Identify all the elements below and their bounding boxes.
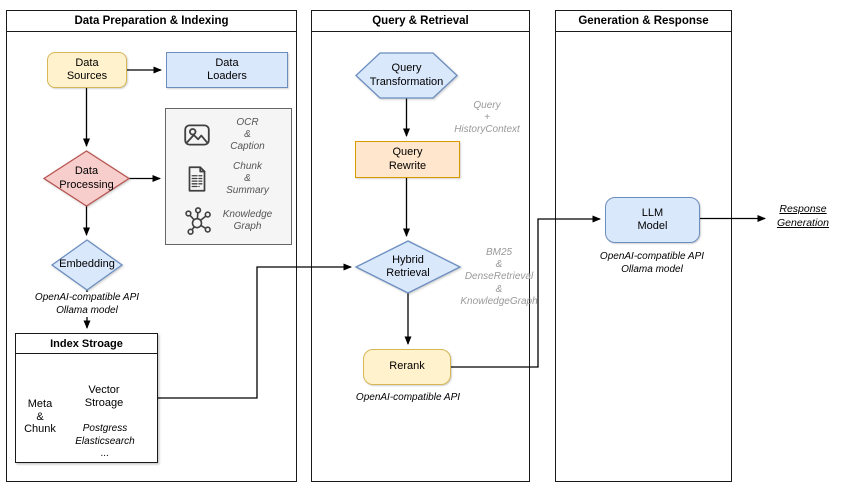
embedding-diamond	[50, 239, 124, 291]
node-data-sources: Data Sources	[47, 52, 127, 88]
index-storage-title: Index Stroage	[16, 334, 157, 354]
panel-generation-response: Generation & Response	[555, 10, 732, 482]
node-embedding-label: Embedding	[59, 258, 115, 271]
node-query-transformation-label: Query Transformation	[369, 62, 444, 88]
panel-query-retrieval: Query & Retrieval	[311, 10, 530, 482]
processing-method-label-ocr: OCR & Caption	[230, 117, 265, 153]
hybrid-retrieval-diamond	[354, 240, 462, 294]
panel-title-generation-response: Generation & Response	[556, 11, 731, 32]
node-data-processing-label: Data Processing	[59, 165, 114, 191]
processing-method-label-kg: Knowledge Graph	[222, 208, 273, 232]
query-transformation-hexagon	[355, 52, 458, 99]
meta-chunk-label: Meta & Chunk	[24, 398, 56, 436]
panel-title-query-retrieval: Query & Retrieval	[312, 11, 529, 32]
connector-vector-storage-to-hybrid	[150, 263, 352, 399]
rerank-note: OpenAI-compatible API	[355, 392, 461, 403]
embedding-note: OpenAI-compatible API Ollama model	[22, 292, 152, 317]
image-icon	[184, 124, 210, 146]
node-data-loaders: Data Loaders	[166, 52, 288, 88]
panel-title-data-preparation: Data Preparation & Indexing	[7, 11, 296, 32]
hybrid-retrieval-note: BM25 & DenseRetrieval & KnowledgeGraph	[460, 247, 538, 307]
data-processing-diamond	[42, 150, 131, 207]
vector-storage-label: Vector Stroage	[84, 384, 124, 409]
processing-method-row-ocr: OCR & Caption	[174, 117, 283, 153]
processing-methods-box: OCR & Caption Chunk & Summary	[165, 108, 292, 245]
llm-model-note: OpenAI-compatible API Ollama model	[599, 251, 705, 275]
document-icon	[188, 166, 206, 193]
response-generation-label: Response Generation	[777, 203, 829, 229]
processing-method-row-kg: Knowledge Graph	[174, 206, 283, 236]
node-query-rewrite: Query Rewrite	[355, 141, 460, 178]
connector-rerank-to-llm	[451, 215, 601, 368]
knowledge-graph-icon	[185, 206, 211, 235]
node-rerank: Rerank	[363, 349, 451, 385]
processing-method-label-chunk: Chunk & Summary	[226, 161, 269, 197]
node-hybrid-retrieval-label: Hybrid Retrieval	[386, 253, 430, 280]
processing-method-row-chunk: Chunk & Summary	[174, 161, 283, 197]
index-storage-box: Index Stroage	[15, 333, 158, 463]
node-llm-model: LLM Model	[605, 197, 700, 243]
query-transformation-note: Query + HistoryContext	[454, 100, 520, 135]
vector-storage-note: Postgress Elasticsearch ...	[75, 423, 135, 459]
